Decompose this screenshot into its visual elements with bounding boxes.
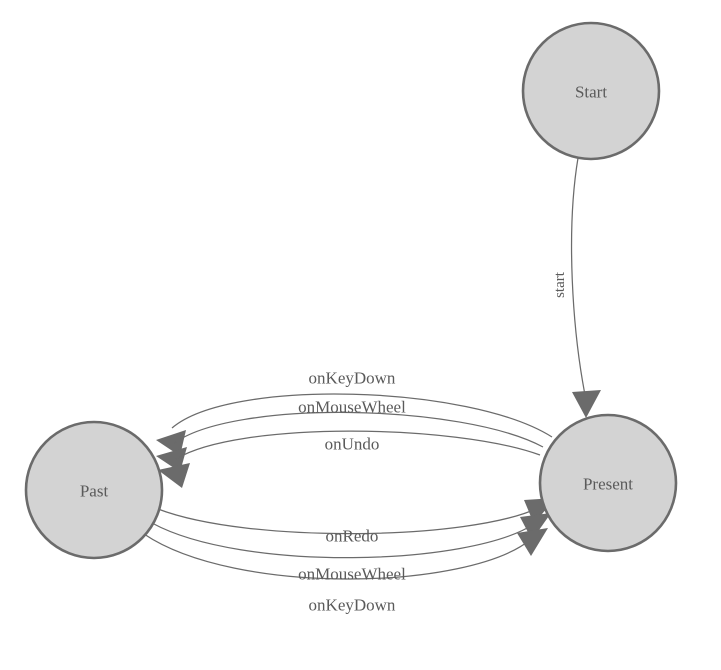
edge-label-present-past-onkeydown: onKeyDown bbox=[309, 369, 396, 388]
edge-past-to-present-onmousewheel[interactable] bbox=[151, 513, 551, 559]
edge-past-to-present-onkeydown[interactable] bbox=[143, 528, 548, 580]
edge-start-to-present-path bbox=[570, 157, 587, 401]
edge-label-past-present-onredo: onRedo bbox=[326, 527, 379, 546]
edge-label-present-past-onmousewheel: onMouseWheel bbox=[298, 398, 406, 417]
node-present-label: Present bbox=[583, 475, 633, 494]
edge-label-past-present-onkeydown: onKeyDown bbox=[309, 596, 396, 615]
edge-present-to-past-onkeydown-path bbox=[171, 393, 553, 438]
edge-present-to-past-onmousewheel-path bbox=[172, 411, 544, 448]
edge-present-to-past-onundo[interactable] bbox=[158, 430, 541, 488]
edge-past-to-present-onkeydown-path bbox=[143, 533, 531, 580]
edge-past-to-present-onkeydown-arrowhead bbox=[517, 528, 548, 556]
edge-present-to-past-onundo-path bbox=[175, 430, 541, 460]
edge-label-start: start bbox=[552, 271, 568, 298]
edge-start-to-present-arrowhead bbox=[572, 390, 601, 418]
edge-past-to-present-onredo-path bbox=[157, 507, 539, 535]
node-start-label: Start bbox=[575, 83, 607, 102]
node-present[interactable]: Present bbox=[538, 413, 678, 553]
edge-present-to-past-onundo-arrowhead bbox=[158, 463, 190, 488]
edge-past-to-present-onmousewheel-arrowhead bbox=[520, 513, 551, 540]
node-present-circle bbox=[538, 413, 678, 553]
node-past[interactable]: Past bbox=[24, 420, 164, 560]
edge-past-to-present-onmousewheel-path bbox=[151, 522, 535, 559]
node-start-circle bbox=[521, 21, 661, 161]
node-past-circle bbox=[24, 420, 164, 560]
node-past-label: Past bbox=[80, 482, 109, 501]
edge-label-past-present-onmousewheel: onMouseWheel bbox=[298, 565, 406, 584]
edge-label-present-past-onundo: onUndo bbox=[325, 435, 380, 454]
node-start[interactable]: Start bbox=[521, 21, 661, 161]
edge-start-to-present[interactable] bbox=[570, 157, 601, 418]
